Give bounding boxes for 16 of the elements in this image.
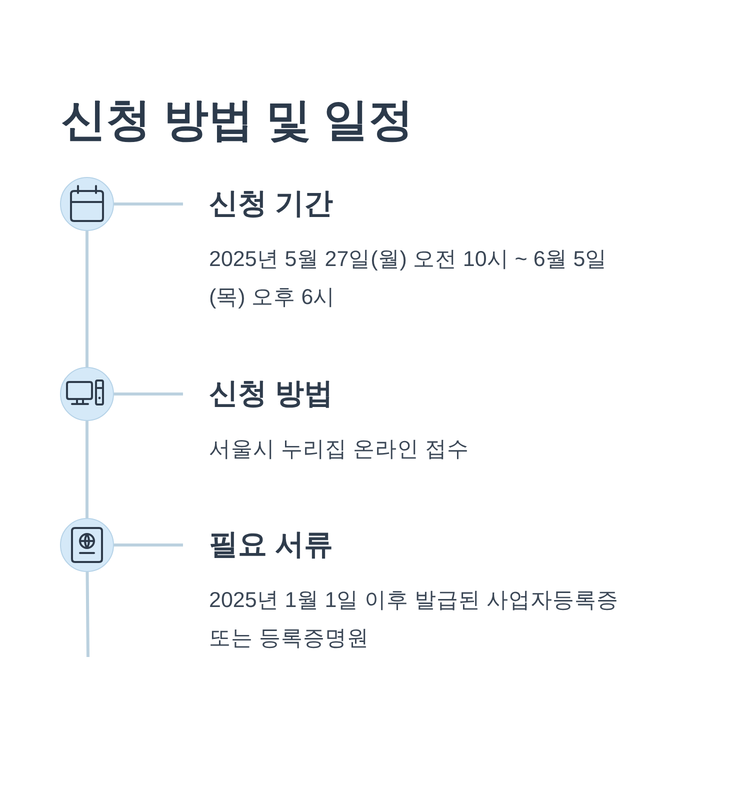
connector-line xyxy=(86,572,90,658)
title: 신청 방법 및 일정 xyxy=(61,93,414,147)
connector-line xyxy=(114,544,183,546)
step-heading: 필요 서류 xyxy=(209,528,334,563)
connector-line xyxy=(114,202,183,206)
monitor-icon xyxy=(59,366,115,422)
connector-line xyxy=(86,231,88,367)
passport-icon xyxy=(59,517,115,573)
connector-line xyxy=(86,421,88,518)
step-heading: 신청 기간 xyxy=(209,187,334,222)
calendar-icon xyxy=(59,176,115,232)
step-heading: 신청 방법 xyxy=(209,377,334,412)
step-description: 서울시 누리집 온라인 접수 xyxy=(209,436,470,463)
step-description: 2025년 1월 1일 이후 발급된 사업자등록증 또는 등록증명원 xyxy=(209,587,620,652)
connector-line xyxy=(114,392,183,396)
step-description: 2025년 5월 27일(월) 오전 10시 ~ 6월 5일 (목) 오후 6시 xyxy=(209,246,608,311)
